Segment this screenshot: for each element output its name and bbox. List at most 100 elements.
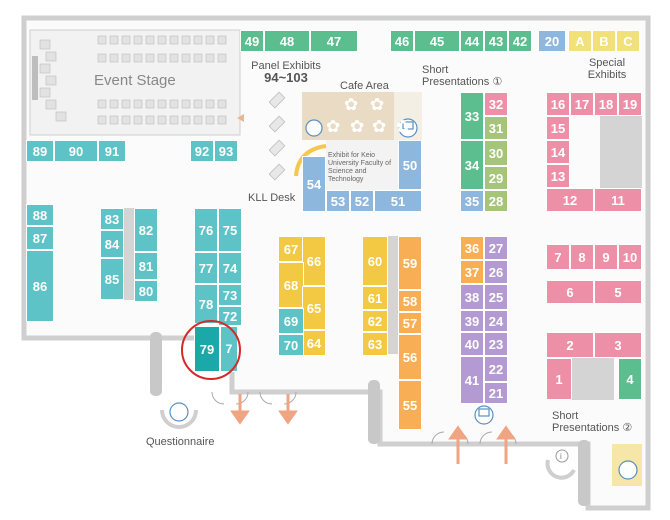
- booth-44[interactable]: 44: [460, 30, 484, 52]
- booth-80[interactable]: 80: [134, 280, 158, 302]
- booth-54[interactable]: 54: [302, 156, 326, 212]
- booth-84[interactable]: 84: [100, 230, 124, 258]
- booth-93[interactable]: 93: [214, 140, 238, 162]
- booth-74[interactable]: 74: [218, 252, 242, 284]
- cafe-area-label: Cafe Area: [340, 80, 389, 92]
- booth-82[interactable]: 82: [134, 208, 158, 252]
- booth-34[interactable]: 34: [460, 140, 484, 190]
- booth-58[interactable]: 58: [398, 290, 422, 312]
- booth-1[interactable]: 1: [546, 358, 572, 400]
- booth-29[interactable]: 29: [484, 166, 508, 190]
- booth-28[interactable]: 28: [484, 190, 508, 212]
- booth-41[interactable]: 41: [460, 356, 484, 404]
- booth-22[interactable]: 22: [484, 356, 508, 382]
- booth-85[interactable]: 85: [100, 258, 124, 300]
- booth-14[interactable]: 14: [546, 140, 570, 164]
- booth-5[interactable]: 5: [594, 280, 642, 304]
- booth-75[interactable]: 75: [218, 208, 242, 252]
- booth-23[interactable]: 23: [484, 332, 508, 356]
- booth-25[interactable]: 25: [484, 284, 508, 310]
- booth-61[interactable]: 61: [362, 286, 388, 310]
- booth-86[interactable]: 86: [26, 250, 54, 322]
- booth-B[interactable]: B: [592, 30, 616, 52]
- booth-7[interactable]: 7: [546, 244, 570, 270]
- booth-20[interactable]: 20: [538, 30, 566, 52]
- booth-89[interactable]: 89: [26, 140, 54, 162]
- booth-64[interactable]: 64: [302, 330, 326, 356]
- booth-19[interactable]: 19: [618, 92, 642, 116]
- booth-66[interactable]: 66: [302, 236, 326, 286]
- booth-12[interactable]: 12: [546, 188, 594, 212]
- booth-31[interactable]: 31: [484, 116, 508, 140]
- booth-65[interactable]: 65: [302, 286, 326, 330]
- booth-53[interactable]: 53: [326, 190, 350, 212]
- booth-90[interactable]: 90: [54, 140, 98, 162]
- booth-21[interactable]: 21: [484, 382, 508, 404]
- booth-17[interactable]: 17: [570, 92, 594, 116]
- booth-70[interactable]: 70: [278, 334, 304, 356]
- booth-57[interactable]: 57: [398, 312, 422, 334]
- booth-55[interactable]: 55: [398, 380, 422, 430]
- panel-exhibits-label: Panel Exhibits 94~103: [251, 60, 321, 85]
- booth-39[interactable]: 39: [460, 310, 484, 332]
- booth-3[interactable]: 3: [594, 332, 642, 358]
- booth-40[interactable]: 40: [460, 332, 484, 356]
- booth-88[interactable]: 88: [26, 204, 54, 226]
- booth-68[interactable]: 68: [278, 262, 304, 308]
- booth-C[interactable]: C: [616, 30, 640, 52]
- event-stage-label: Event Stage: [94, 72, 176, 89]
- booth-69[interactable]: 69: [278, 308, 304, 334]
- booth-73[interactable]: 73: [218, 284, 242, 306]
- booth-11[interactable]: 11: [594, 188, 642, 212]
- booth-38[interactable]: 38: [460, 284, 484, 310]
- booth-92[interactable]: 92: [190, 140, 214, 162]
- booth-42[interactable]: 42: [508, 30, 532, 52]
- booth-63[interactable]: 63: [362, 332, 388, 356]
- special-exhibits-label: Special Exhibits: [587, 57, 627, 81]
- questionnaire-label: Questionnaire: [146, 436, 215, 448]
- booth-37[interactable]: 37: [460, 260, 484, 284]
- booth-6[interactable]: 6: [546, 280, 594, 304]
- booth-77[interactable]: 77: [194, 252, 218, 284]
- booth-78[interactable]: 78: [194, 284, 218, 324]
- booth-47[interactable]: 47: [310, 30, 358, 52]
- booth-9[interactable]: 9: [594, 244, 618, 270]
- booth-18[interactable]: 18: [594, 92, 618, 116]
- booth-67[interactable]: 67: [278, 236, 304, 262]
- booth-50[interactable]: 50: [398, 140, 422, 190]
- booth-10[interactable]: 10: [618, 244, 642, 270]
- booth-91[interactable]: 91: [98, 140, 126, 162]
- booth-15[interactable]: 15: [546, 116, 570, 140]
- booth-52[interactable]: 52: [350, 190, 374, 212]
- booth-26[interactable]: 26: [484, 260, 508, 284]
- booth-59[interactable]: 59: [398, 236, 422, 290]
- booth-A[interactable]: A: [568, 30, 592, 52]
- booth-83[interactable]: 83: [100, 208, 124, 230]
- booth-30[interactable]: 30: [484, 140, 508, 166]
- booth-13[interactable]: 13: [546, 164, 570, 188]
- booth-76[interactable]: 76: [194, 208, 218, 252]
- booth-51[interactable]: 51: [374, 190, 422, 212]
- booth-16[interactable]: 16: [546, 92, 570, 116]
- booth-62[interactable]: 62: [362, 310, 388, 332]
- booth-48[interactable]: 48: [264, 30, 310, 52]
- booth-46[interactable]: 46: [390, 30, 414, 52]
- booth-36[interactable]: 36: [460, 236, 484, 260]
- booth-8[interactable]: 8: [570, 244, 594, 270]
- booth-35[interactable]: 35: [460, 190, 484, 212]
- booth-87[interactable]: 87: [26, 226, 54, 250]
- booth-27[interactable]: 27: [484, 236, 508, 260]
- booth-43[interactable]: 43: [484, 30, 508, 52]
- booth-60[interactable]: 60: [362, 236, 388, 286]
- booth-24[interactable]: 24: [484, 310, 508, 332]
- booth-56[interactable]: 56: [398, 334, 422, 380]
- booth-49[interactable]: 49: [240, 30, 264, 52]
- booth-45[interactable]: 45: [414, 30, 460, 52]
- booth-72[interactable]: 72: [218, 306, 242, 326]
- booth-4[interactable]: 4: [618, 358, 642, 400]
- cafe-seat-icon: ✿: [344, 95, 359, 114]
- booth-33[interactable]: 33: [460, 92, 484, 140]
- booth-2[interactable]: 2: [546, 332, 594, 358]
- booth-32[interactable]: 32: [484, 92, 508, 116]
- booth-81[interactable]: 81: [134, 252, 158, 280]
